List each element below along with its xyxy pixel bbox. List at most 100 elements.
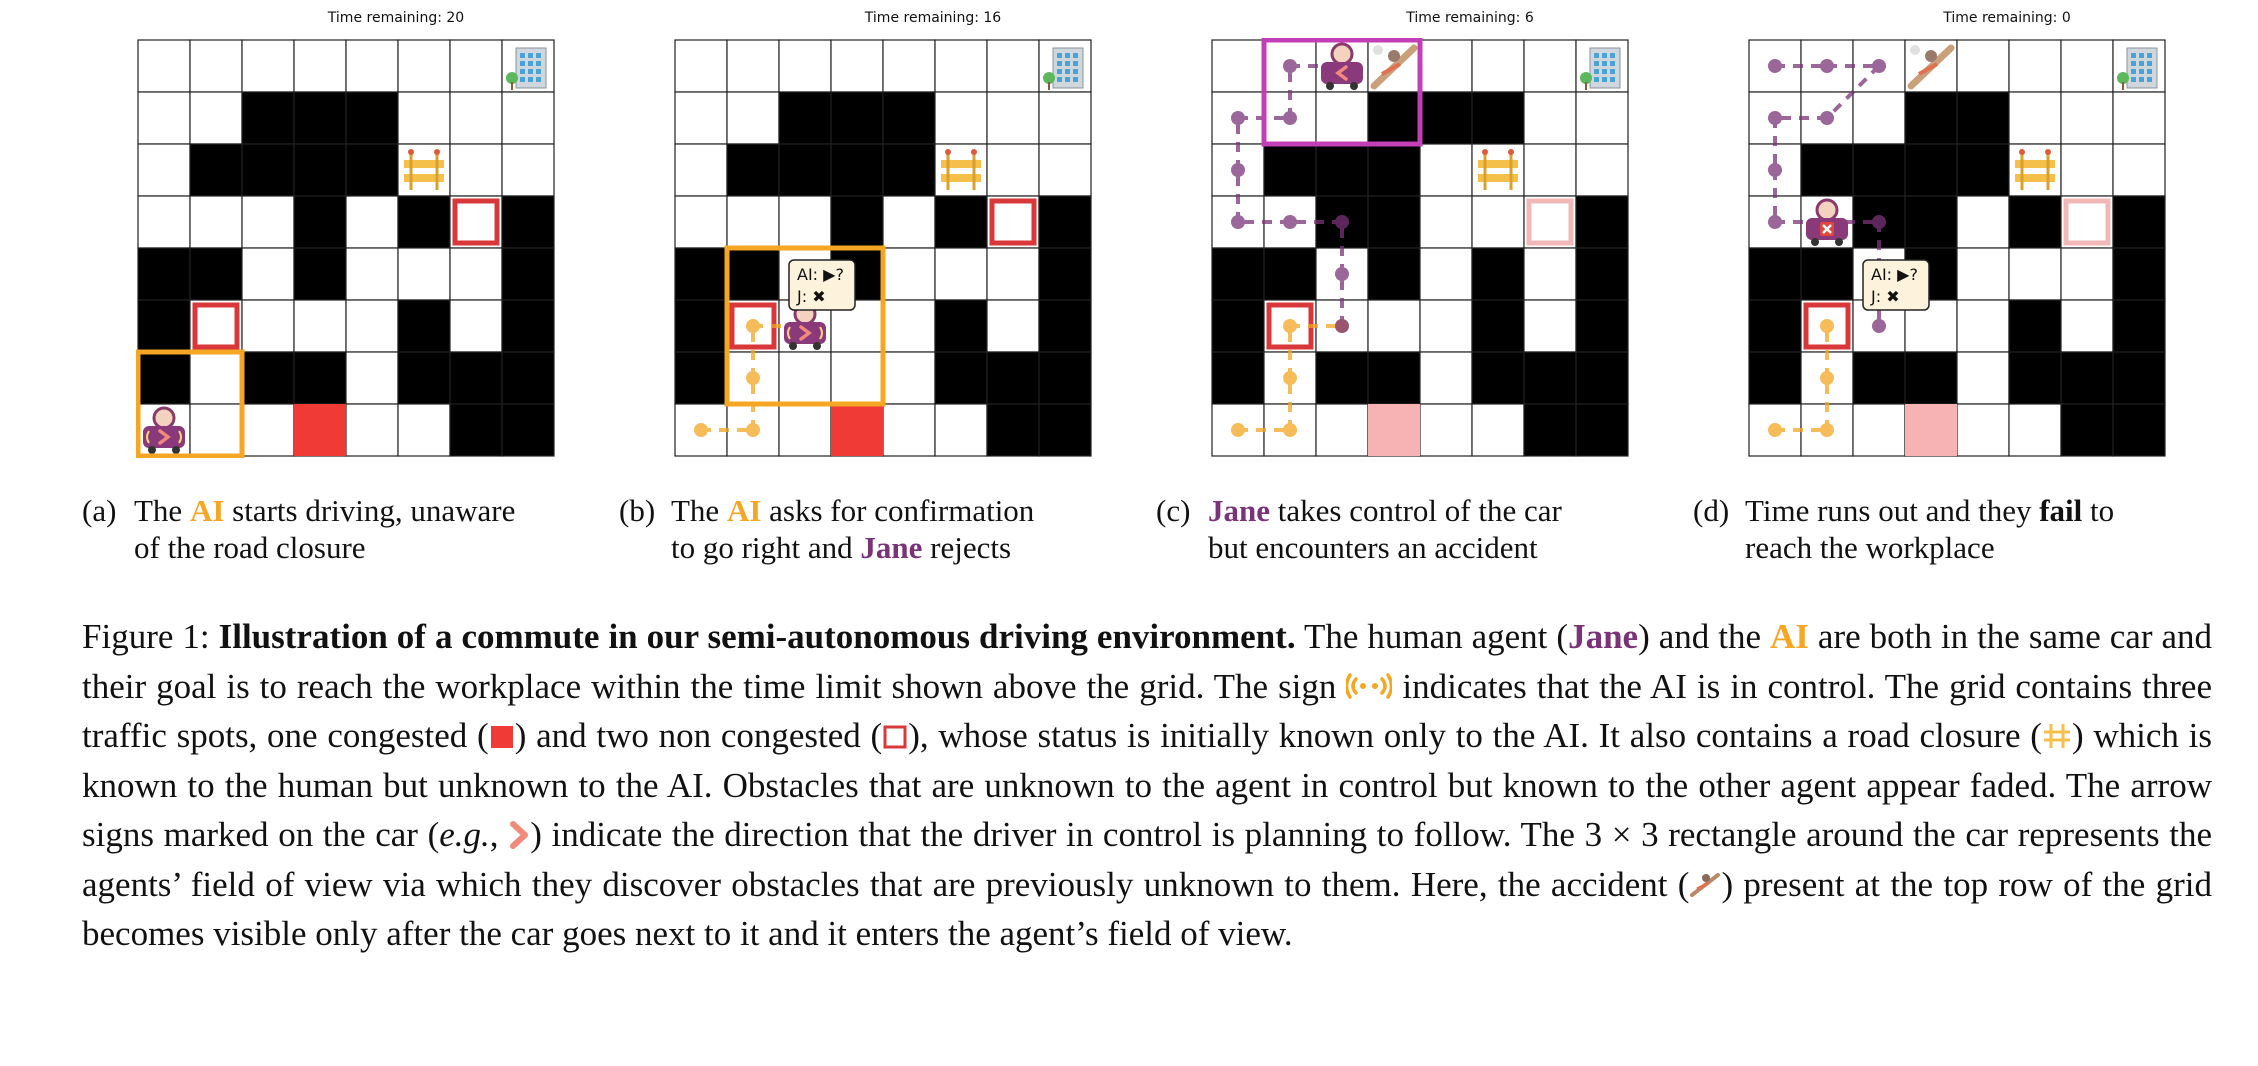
wall-cell <box>345 91 399 145</box>
road-cell <box>189 39 243 93</box>
road-cell <box>1852 403 1906 457</box>
road-cell <box>726 91 780 145</box>
trail-dot <box>746 423 760 437</box>
road-cell <box>778 39 832 93</box>
road-cell <box>2008 247 2062 301</box>
road-cell <box>1419 39 1473 93</box>
trail-dot <box>1872 59 1886 73</box>
road-cell <box>986 143 1040 197</box>
road-cell <box>501 91 555 145</box>
road-cell <box>882 39 936 93</box>
wall-cell <box>1038 247 1092 301</box>
road-cell <box>674 195 728 249</box>
wall-cell <box>674 351 728 405</box>
tooltip-ai-line: AI: ▶? <box>797 265 844 284</box>
wall-cell <box>1748 247 1802 301</box>
road-cell <box>1852 91 1906 145</box>
road-cell <box>1748 91 1802 145</box>
road-cell <box>189 403 243 457</box>
wall-cell <box>2060 351 2114 405</box>
road-closure-icon <box>2043 724 2070 748</box>
workplace-building-icon <box>506 47 547 90</box>
road-cell <box>986 247 1040 301</box>
road-cell <box>778 351 832 405</box>
car-icon <box>143 406 185 454</box>
road-cell <box>189 91 243 145</box>
tooltip-jane-line: J: ✖ <box>796 287 826 306</box>
subcaption-label: (b) <box>619 493 656 528</box>
trail-dot <box>1283 215 1297 229</box>
road-cell <box>2112 91 2166 145</box>
trail-dot <box>746 319 760 333</box>
road-cell <box>137 143 191 197</box>
direction-arrow-icon <box>158 429 171 445</box>
grid-a <box>136 39 555 458</box>
wall-cell <box>501 299 555 353</box>
field-of-view-box <box>1261 38 1423 147</box>
wall-cell <box>726 143 780 197</box>
trail-dot <box>1231 423 1245 437</box>
road-cell <box>1523 143 1577 197</box>
trail-dot <box>1231 111 1245 125</box>
road-cell <box>1038 91 1092 145</box>
road-cell <box>830 39 884 93</box>
road-closure-icon <box>1478 149 1518 190</box>
road-cell <box>778 195 832 249</box>
road-cell <box>986 39 1040 93</box>
road-cell <box>449 91 503 145</box>
road-cell <box>345 403 399 457</box>
road-cell <box>882 403 936 457</box>
road-cell <box>986 91 1040 145</box>
wall-cell <box>397 351 451 405</box>
wall-cell <box>1852 351 1906 405</box>
tooltip-icon: AI: ▶? J: ✖ <box>788 259 856 311</box>
road-cell <box>241 247 295 301</box>
wall-cell <box>2112 299 2166 353</box>
road-cell <box>397 247 451 301</box>
wall-cell <box>2008 299 2062 353</box>
wall-cell <box>986 351 1040 405</box>
road-cell <box>1419 403 1473 457</box>
road-cell <box>1038 143 1092 197</box>
wall-cell <box>778 91 832 145</box>
wall-cell <box>1748 299 1802 353</box>
non-congested-square-icon <box>883 725 907 749</box>
road-cell <box>830 351 884 405</box>
road-cell <box>189 195 243 249</box>
wall-cell <box>934 351 988 405</box>
road-cell <box>293 299 347 353</box>
road-cell <box>882 195 936 249</box>
wall-cell <box>293 351 347 405</box>
trail-dot <box>1335 319 1349 333</box>
road-cell <box>1956 403 2010 457</box>
trail-dot <box>1335 215 1349 229</box>
road-cell <box>934 143 988 197</box>
figure-caption: Figure 1: Illustration of a commute in o… <box>82 617 2213 953</box>
road-cell <box>2008 143 2062 197</box>
road-cell <box>882 247 936 301</box>
road-cell <box>934 247 988 301</box>
wall-cell <box>1038 299 1092 353</box>
wall-cell <box>830 143 884 197</box>
wall-cell <box>1471 247 1525 301</box>
road-cell <box>449 39 503 93</box>
wall-cell <box>1575 195 1629 249</box>
road-cell <box>882 299 936 353</box>
road-cell <box>674 39 728 93</box>
congested-traffic-spot <box>294 404 346 456</box>
road-cell <box>1419 299 1473 353</box>
wall-cell <box>2008 195 2062 249</box>
wall-cell <box>1211 351 1265 405</box>
wall-cell <box>1471 91 1525 145</box>
wall-cell <box>1523 403 1577 457</box>
road-cell <box>137 195 191 249</box>
road-cell <box>1956 299 2010 353</box>
road-cell <box>137 91 191 145</box>
trail-dot <box>1820 111 1834 125</box>
road-cell <box>1523 91 1577 145</box>
road-cell <box>778 403 832 457</box>
field-of-view-box <box>724 245 886 407</box>
time-remaining-label: Time remaining: 16 <box>864 10 1002 26</box>
road-cell <box>345 299 399 353</box>
road-cell <box>397 403 451 457</box>
